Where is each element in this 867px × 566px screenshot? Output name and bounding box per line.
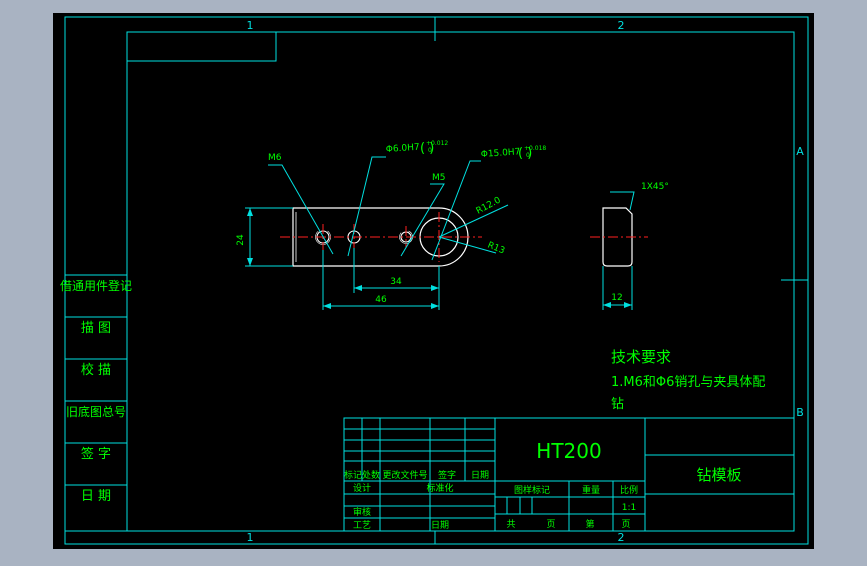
leaders <box>268 156 509 261</box>
tb-record: 标记 <box>344 469 362 481</box>
title-block <box>343 417 795 532</box>
dim-46: 46 <box>375 295 387 305</box>
tb-no: 第 <box>585 518 594 530</box>
dim-12: 12 <box>611 293 622 303</box>
tb-stage-mark: 图样标记 <box>514 484 550 496</box>
tb-process: 工艺 <box>353 520 371 531</box>
tb-date2: 日期 <box>431 520 449 531</box>
main-view[interactable]: M6 Φ6.0H7 +0.012 0 ( ) M5 Φ15.0H7 +0.018… <box>236 140 546 310</box>
zone-bottom-2: 2 <box>618 531 625 544</box>
zone-bottom-1: 1 <box>247 531 254 544</box>
tb-sign: 签字 <box>438 469 456 481</box>
tb-standardize: 标准化 <box>426 482 453 494</box>
side-dim-arrows <box>603 302 632 308</box>
label-phi6-tol-bottom: 0 <box>428 147 432 154</box>
side-col-item-5: 日 期 <box>81 489 111 504</box>
tb-weight: 重量 <box>582 484 600 496</box>
side-col-item-1: 描 图 <box>81 321 111 336</box>
label-phi15-tol-top: +0.018 <box>524 145 546 152</box>
sheet-background <box>53 13 814 549</box>
side-view[interactable]: 1X45° 12 <box>590 182 669 310</box>
zone-top-1: 1 <box>247 19 254 32</box>
code-box <box>127 32 277 62</box>
label-phi15: Φ15.0H7 <box>481 147 521 160</box>
dim-34: 34 <box>390 277 402 287</box>
label-m6: M6 <box>268 153 282 163</box>
dim-24: 24 <box>236 234 246 246</box>
label-chamfer: 1X45° <box>641 182 669 192</box>
tb-total: 共 <box>506 519 515 530</box>
dimension-lines <box>245 207 440 310</box>
tb-scale: 比例 <box>620 484 638 496</box>
tb-review: 审核 <box>353 506 371 518</box>
label-phi6: Φ6.0H7 <box>386 143 421 155</box>
tb-date: 日期 <box>471 470 489 481</box>
tb-sheet: 页 <box>621 519 630 530</box>
title-material: HT200 <box>536 439 601 463</box>
label-phi15-paren: ( ) <box>518 146 532 161</box>
dimension-arrows <box>247 208 439 309</box>
tb-count: 处数 <box>362 469 380 481</box>
tb-scale-value: 1:1 <box>622 503 636 513</box>
side-col-item-4: 签 字 <box>81 446 111 462</box>
chamfer-leader <box>610 191 635 211</box>
label-phi6-paren: ( ) <box>420 141 434 156</box>
label-phi6-tol-top: +0.012 <box>426 140 448 147</box>
plate-outline <box>292 207 469 267</box>
tb-change-doc: 更改文件号 <box>382 469 427 481</box>
zone-right-b: B <box>796 406 804 419</box>
tech-req-line2: 钻 <box>611 397 624 412</box>
zone-top-2: 2 <box>618 19 625 32</box>
tb-design: 设计 <box>353 482 371 494</box>
tech-req-line1: 1.M6和Φ6销孔与夹具体配 <box>611 375 765 390</box>
side-col-item-0: 借通用件登记 <box>60 278 132 293</box>
tech-req-title: 技术要求 <box>611 348 671 366</box>
title-part-name: 钻模板 <box>696 466 741 484</box>
label-phi15-tol-bottom: 0 <box>526 152 530 159</box>
zone-ticks <box>434 17 808 544</box>
label-m5: M5 <box>432 173 446 183</box>
side-outline <box>602 207 633 267</box>
tb-sheets: 页 <box>546 519 555 530</box>
side-col-item-3: 旧底图总号 <box>66 404 126 419</box>
side-col-item-2: 校 描 <box>81 362 111 378</box>
side-column <box>64 274 128 532</box>
zone-right-a: A <box>796 145 804 158</box>
